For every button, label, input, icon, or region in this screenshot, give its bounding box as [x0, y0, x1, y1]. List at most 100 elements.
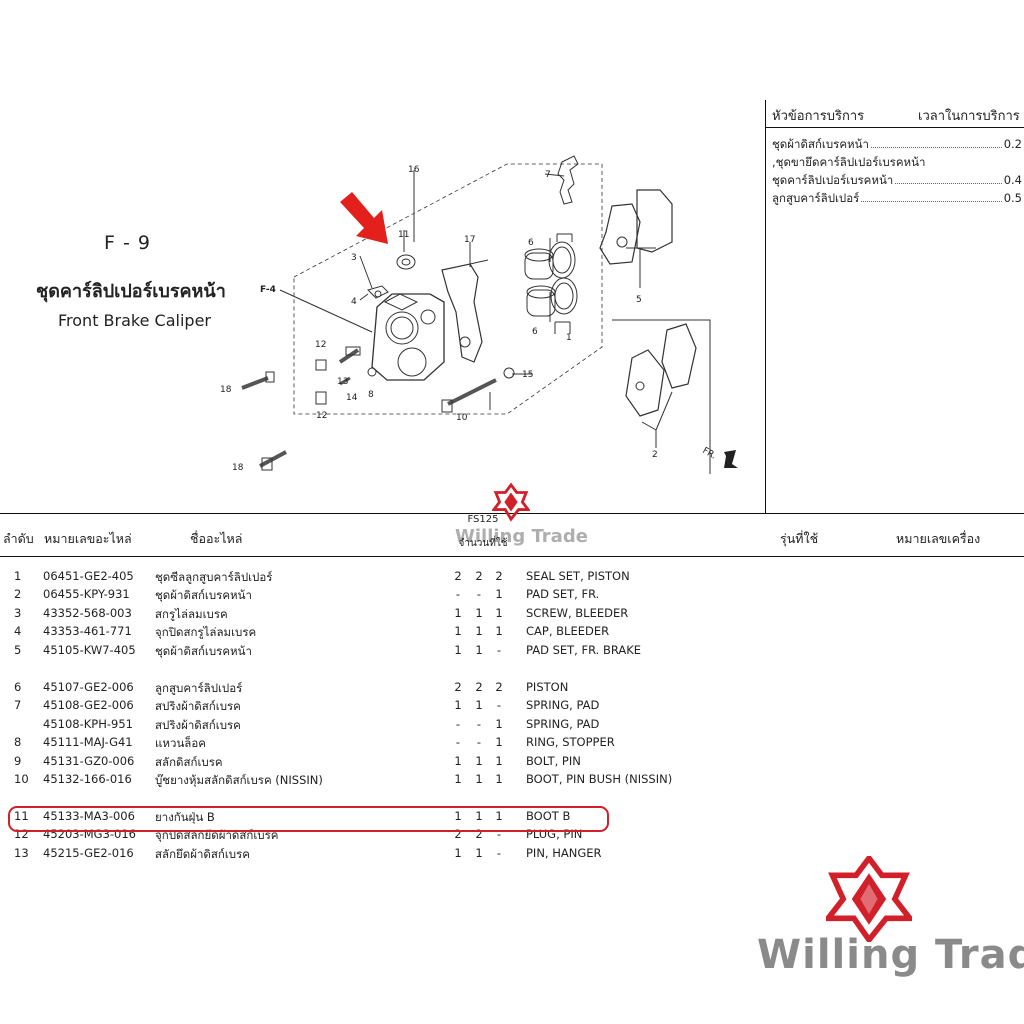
row-index: 1	[14, 569, 22, 583]
callout-14: 14	[346, 393, 358, 403]
row-qty-1: 1	[454, 846, 462, 860]
row-qty-2: -	[476, 587, 482, 601]
row-qty-1: 1	[454, 698, 462, 712]
table-top-rule	[0, 513, 1024, 514]
figure-title-thai: ชุดคาร์ลิปเปอร์เบรคหน้า	[36, 281, 226, 302]
col-header-engine-no: หมายเลขเครื่อง	[896, 531, 981, 546]
row-qty-2: -	[476, 735, 482, 749]
row-part-number: 45215-GE2-016	[43, 846, 134, 860]
row-qty-1: 1	[454, 624, 462, 638]
row-index: 10	[14, 772, 29, 786]
row-english-name: PIN, HANGER	[526, 846, 602, 860]
row-index: 13	[14, 846, 29, 860]
row-index: 5	[14, 643, 22, 657]
callout-8: 8	[368, 390, 374, 400]
row-qty-2: 1	[475, 624, 483, 638]
callout-10: 10	[456, 413, 468, 423]
row-part-number: 06455-KPY-931	[43, 587, 130, 601]
callout-7: 7	[545, 170, 551, 180]
callout-5: 5	[636, 295, 642, 305]
callout-16: 16	[408, 165, 420, 175]
row-qty-3: 1	[495, 587, 503, 601]
row-english-name: RING, STOPPER	[526, 735, 615, 749]
row-qty-1: -	[455, 735, 461, 749]
row-qty-3: -	[496, 698, 502, 712]
fr-label: FR.	[701, 446, 718, 462]
row-qty-1: 1	[454, 606, 462, 620]
row-part-number: 43353-461-771	[43, 624, 132, 638]
callout-12a: 12	[315, 340, 326, 350]
row-qty-3: -	[496, 643, 502, 657]
row-part-number: 45105-KW7-405	[43, 643, 136, 657]
row-qty-1: 1	[454, 809, 462, 823]
row-qty-3: 1	[495, 624, 503, 638]
callout-3: 3	[351, 253, 357, 263]
row-index: 9	[14, 754, 22, 768]
row-index: 11	[14, 809, 29, 823]
row-index: 8	[14, 735, 22, 749]
service-box-divider	[765, 100, 766, 513]
row-qty-3: 2	[495, 569, 503, 583]
row-english-name: PAD SET, FR.	[526, 587, 600, 601]
row-index: 6	[14, 680, 22, 694]
row-qty-1: -	[455, 717, 461, 731]
callout-18a: 18	[220, 385, 232, 395]
row-english-name: SEAL SET, PISTON	[526, 569, 630, 583]
row-qty-3: 1	[495, 717, 503, 731]
row-qty-1: 2	[454, 827, 462, 841]
table-header-rule	[0, 556, 1024, 557]
col-header-no: ลำดับ	[3, 531, 34, 546]
row-qty-2: 1	[475, 606, 483, 620]
callout-15: 15	[522, 370, 533, 380]
col-header-model: FS125	[467, 514, 499, 525]
row-english-name: SCREW, BLEEDER	[526, 606, 629, 620]
callout-12b: 12	[316, 411, 327, 421]
row-qty-1: 1	[454, 643, 462, 657]
row-part-number: 06451-GE2-405	[43, 569, 134, 583]
col-header-name: ชื่ออะไหล่	[190, 531, 243, 546]
row-qty-3: -	[496, 827, 502, 841]
row-qty-3: 1	[495, 772, 503, 786]
service-time-header: เวลาในการบริการ	[918, 109, 1020, 124]
row-qty-3: 1	[495, 606, 503, 620]
row-english-name: PISTON	[526, 680, 569, 694]
callout-1: 1	[566, 333, 572, 343]
row-part-number: 45108-GE2-006	[43, 698, 134, 712]
row-qty-3: 1	[495, 809, 503, 823]
row-qty-2: 1	[475, 643, 483, 657]
col-header-used-model: รุ่นที่ใช้	[780, 531, 819, 546]
callout-13: 13	[337, 377, 348, 387]
row-english-name: BOOT, PIN BUSH (NISSIN)	[526, 772, 673, 786]
row-qty-2: 1	[475, 846, 483, 860]
row-qty-2: 2	[475, 827, 483, 841]
service-item-header: หัวข้อการบริการ	[772, 109, 865, 124]
row-index: 2	[14, 587, 22, 601]
row-part-number: 45108-KPH-951	[43, 717, 133, 731]
row-qty-1: -	[455, 587, 461, 601]
row-qty-3: 1	[495, 735, 503, 749]
row-qty-2: 1	[475, 698, 483, 712]
row-qty-2: 1	[475, 754, 483, 768]
row-qty-1: 2	[454, 569, 462, 583]
row-index: 3	[14, 606, 22, 620]
ref-label-f4: F-4	[260, 285, 276, 295]
brand-logo-small-icon	[492, 482, 530, 522]
row-qty-2: 2	[475, 680, 483, 694]
row-part-number: 43352-568-003	[43, 606, 132, 620]
row-qty-2: -	[476, 717, 482, 731]
row-english-name: SPRING, PAD	[526, 717, 600, 731]
row-qty-2: 1	[475, 809, 483, 823]
figure-code: F - 9	[104, 232, 151, 254]
row-english-name: PAD SET, FR. BRAKE	[526, 643, 642, 657]
